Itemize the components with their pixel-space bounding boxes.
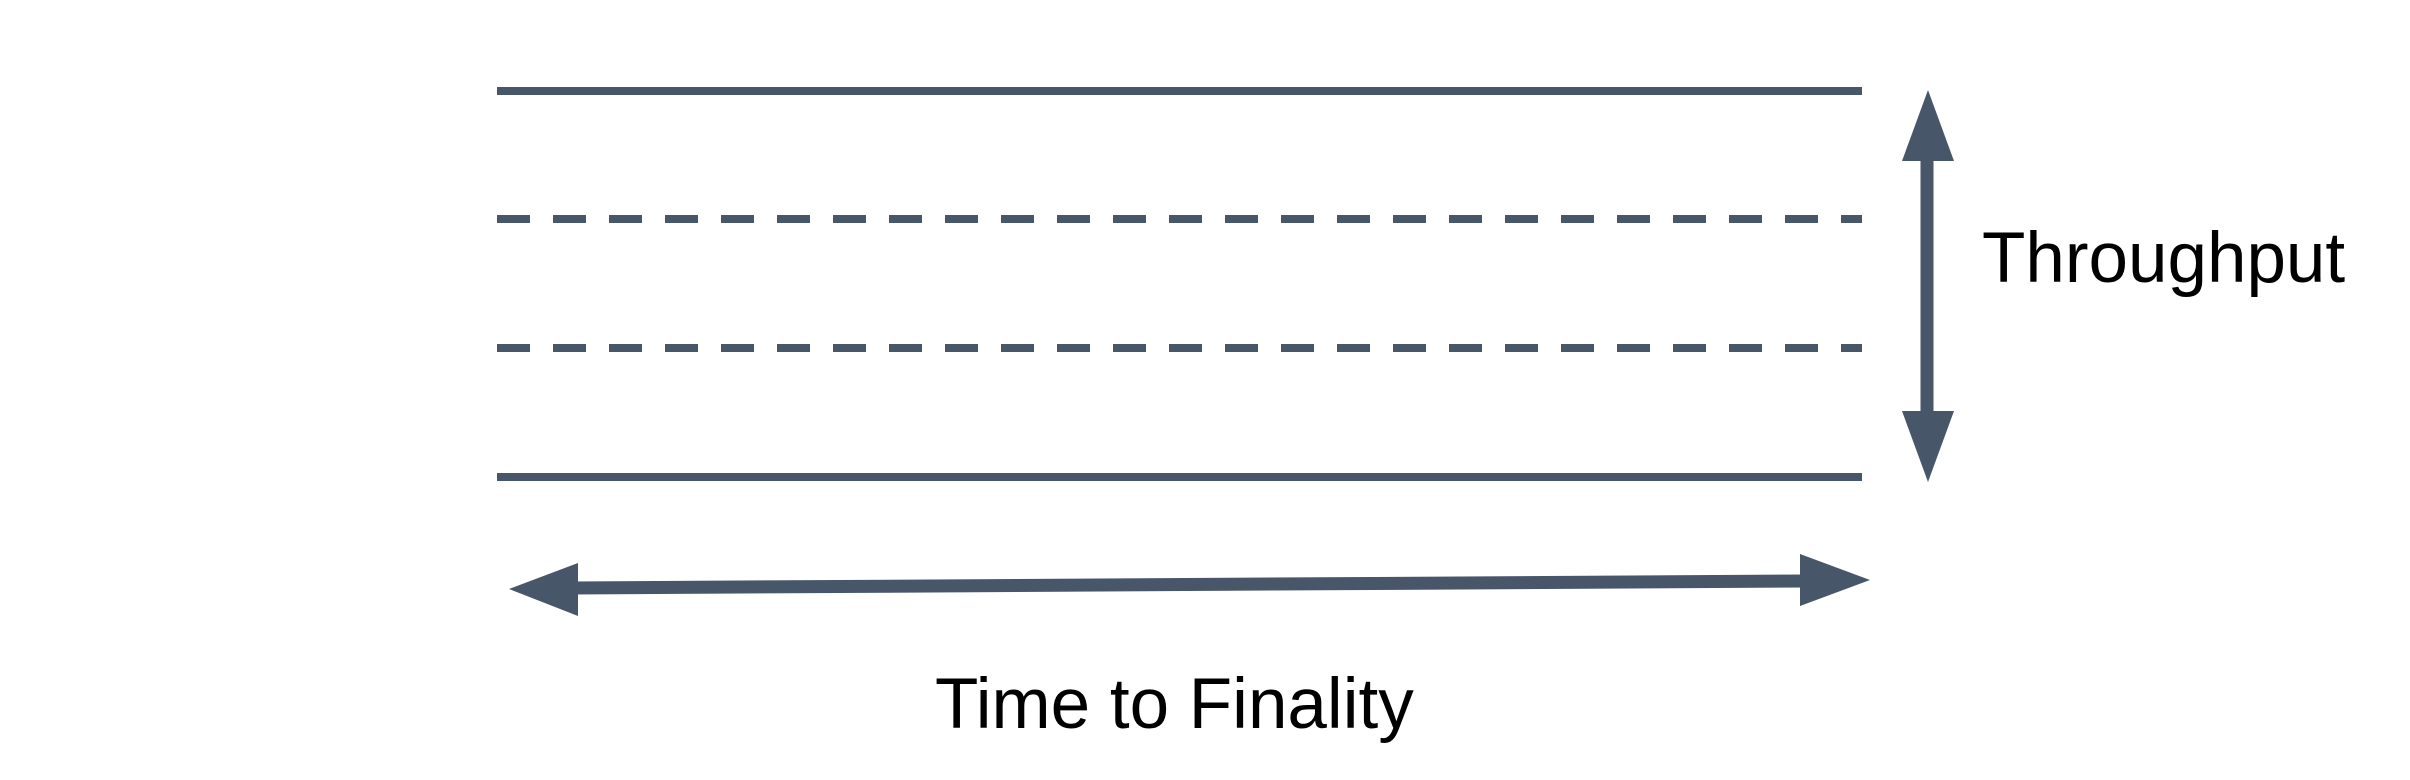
time-to-finality-arrow-shaft	[571, 574, 1807, 595]
throughput-arrow-head-up	[1902, 90, 1954, 161]
time-to-finality-arrow-head-left	[509, 563, 578, 616]
throughput-double-arrow	[1902, 90, 1954, 482]
time-to-finality-arrow-head-right	[1800, 554, 1870, 606]
time-to-finality-label: Time to Finality	[935, 665, 1414, 744]
throughput-label: Throughput	[1982, 219, 2345, 298]
time-to-finality-double-arrow	[509, 554, 1870, 616]
throughput-arrow-head-down	[1902, 411, 1954, 482]
